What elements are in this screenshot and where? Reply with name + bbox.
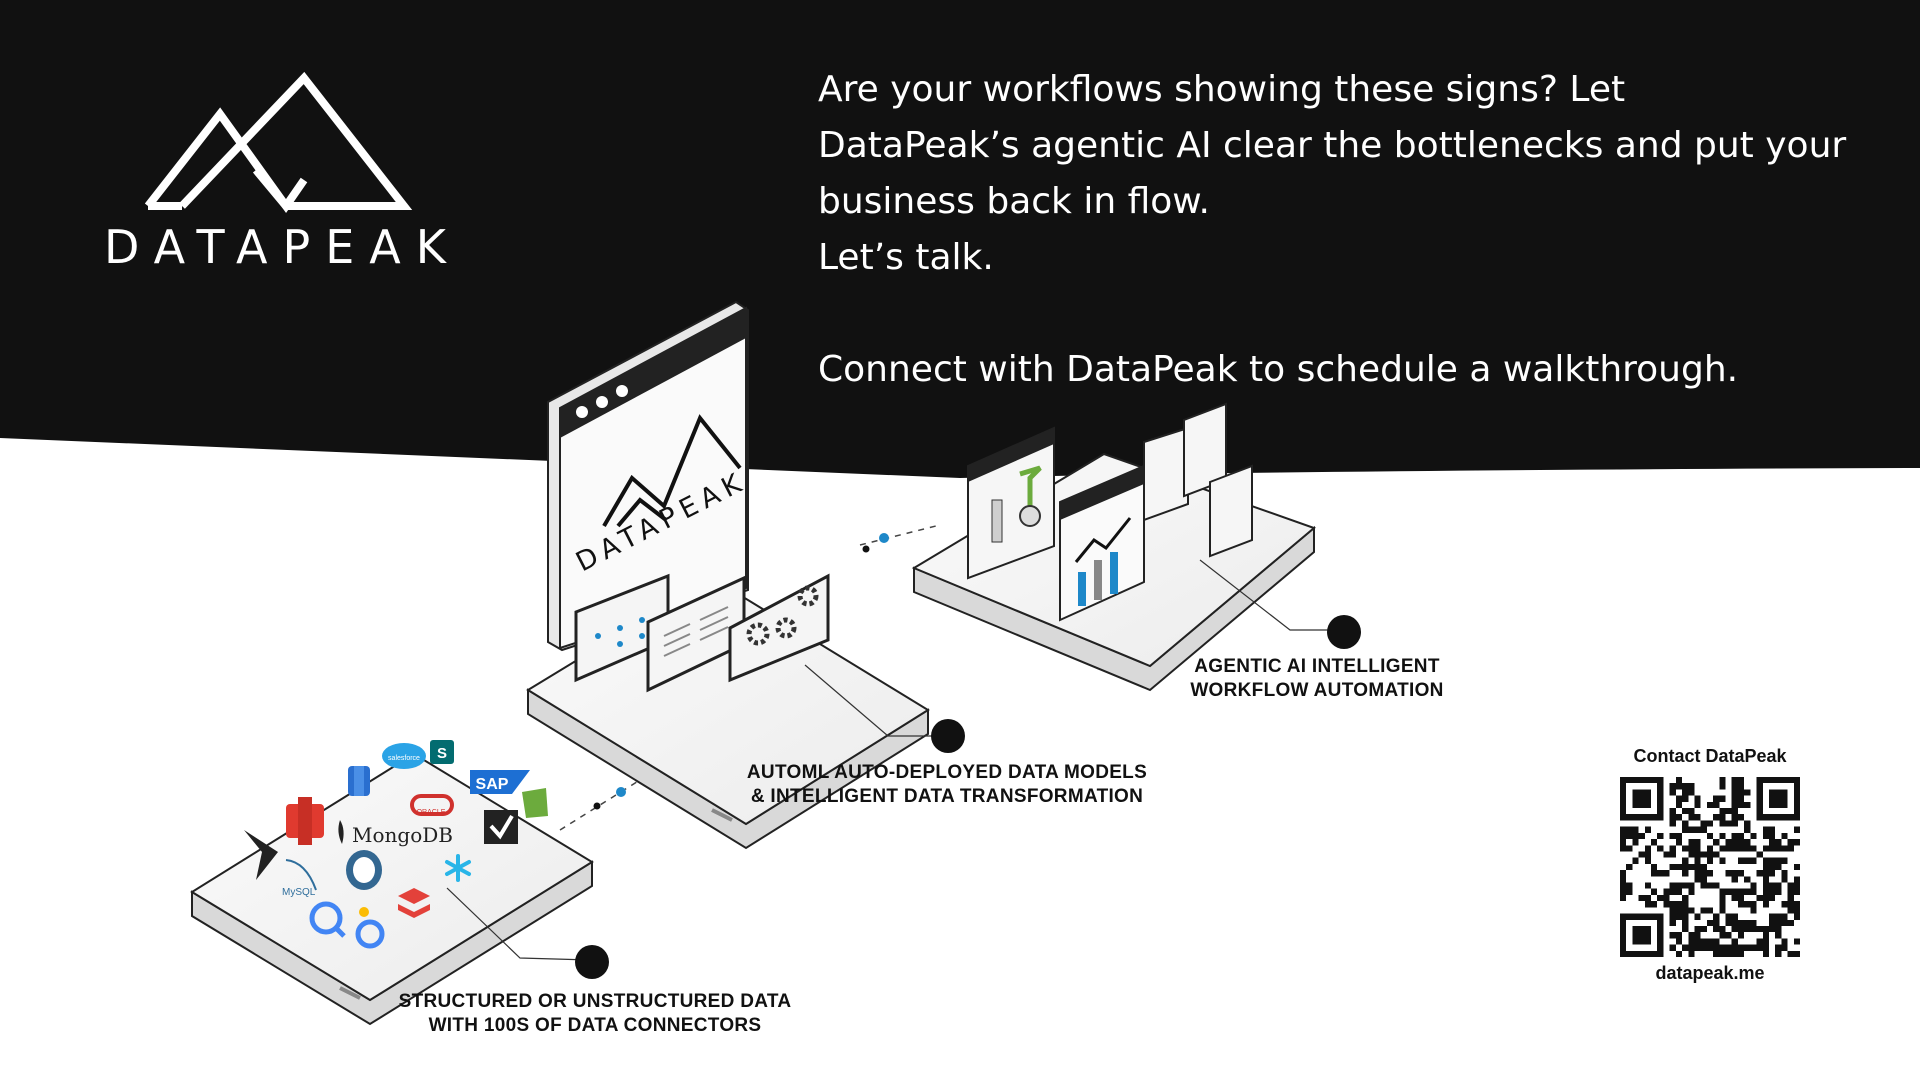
growth-chart-window	[1059, 464, 1145, 622]
mongodb-leaf-icon	[338, 820, 344, 844]
headline-cta: Connect with DataPeak to schedule a walk…	[818, 349, 1739, 390]
contact-block: Contact DataPeak datapeak.me	[1600, 746, 1820, 984]
callout-data-connectors: STRUCTURED OR UNSTRUCTURED DATA WITH 100…	[380, 990, 810, 1038]
callout-automl: AUTOML AUTO-DEPLOYED DATA MODELS & INTEL…	[732, 761, 1162, 809]
brand-wordmark: DATAPEAK	[104, 220, 461, 274]
headline-line: Are your workflows showing these signs? …	[818, 69, 1626, 110]
datapeak-app-window: DATAPEAK	[547, 300, 752, 652]
headline-cta-short: Let’s talk.	[818, 237, 994, 278]
salesforce-icon	[382, 743, 426, 769]
dynamics-icon	[244, 830, 278, 880]
oracle-icon	[410, 794, 454, 816]
headline: Are your workflows showing these signs? …	[818, 62, 1878, 398]
oracle-label: ORACLE	[417, 809, 446, 816]
contact-url[interactable]: datapeak.me	[1655, 963, 1765, 983]
callout-line: & INTELLIGENT DATA TRANSFORMATION	[750, 786, 1144, 807]
callout-line: WORKFLOW AUTOMATION	[1190, 680, 1444, 701]
gears-panel	[728, 573, 830, 683]
mysql-label: MySQL	[282, 887, 316, 898]
header-band	[0, 0, 1920, 478]
sap-icon	[470, 770, 530, 794]
callout-line: STRUCTURED OR UNSTRUCTURED DATA	[398, 991, 792, 1012]
connection-node	[879, 533, 889, 543]
looker-icon	[355, 919, 385, 949]
svg-text:S: S	[437, 745, 447, 762]
headline-line: DataPeak’s agentic AI clear the bottlene…	[818, 125, 1847, 166]
qr-code-icon[interactable]	[1620, 777, 1800, 957]
stacked-cards	[1143, 402, 1253, 558]
callout-line: AUTOML AUTO-DEPLOYED DATA MODELS	[746, 762, 1148, 783]
contact-label: Contact DataPeak	[1633, 746, 1787, 766]
mountain-peaks-icon	[144, 71, 413, 213]
connection-node	[616, 787, 626, 797]
sap-label: SAP	[476, 776, 509, 793]
snowflake-icon	[445, 854, 471, 882]
connector-icons: salesforce S ORACLE SAP MongoDB MySQL	[244, 740, 548, 949]
shopify-icon	[522, 788, 548, 818]
callout-leaders	[446, 559, 1361, 979]
connection-lines	[559, 524, 941, 831]
salesforce-label: salesforce	[388, 755, 420, 762]
servicenow-icon	[484, 810, 518, 844]
databricks-icon	[398, 888, 430, 918]
mongodb-label: MongoDB	[352, 823, 453, 847]
connection-node	[862, 545, 870, 553]
tools-window	[967, 426, 1055, 580]
callout-agentic: AGENTIC AI INTELLIGENT WORKFLOW AUTOMATI…	[1162, 655, 1472, 703]
sharepoint-icon	[430, 740, 454, 764]
callout-line: WITH 100S OF DATA CONNECTORS	[428, 1015, 762, 1036]
bigquery-icon	[309, 901, 343, 935]
headline-line: business back in flow.	[818, 181, 1210, 222]
connection-node	[593, 802, 601, 810]
callout-line: AGENTIC AI INTELLIGENT	[1194, 656, 1440, 677]
